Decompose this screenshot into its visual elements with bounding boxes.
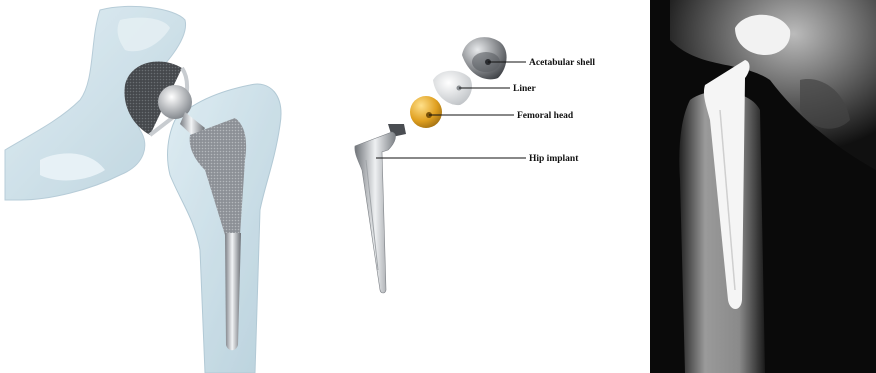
hip-render-panel [0,0,300,373]
hip-render-illustration [0,0,300,373]
acetabular-shell-part [462,37,507,79]
label-acetabular-shell: Acetabular shell [529,58,595,68]
label-liner: Liner [513,84,536,94]
xray-panel [650,0,876,373]
femoral-head-part [410,96,442,128]
exploded-diagram-panel: Acetabular shell Liner Femoral head Hip … [300,0,650,373]
exploded-hip-prosthesis-diagram: Acetabular shell Liner Femoral head Hip … [300,0,650,373]
label-femoral-head: Femoral head [517,111,574,121]
label-hip-implant: Hip implant [529,154,579,164]
hip-implant-part [355,124,406,293]
hip-xray-image [650,0,876,373]
